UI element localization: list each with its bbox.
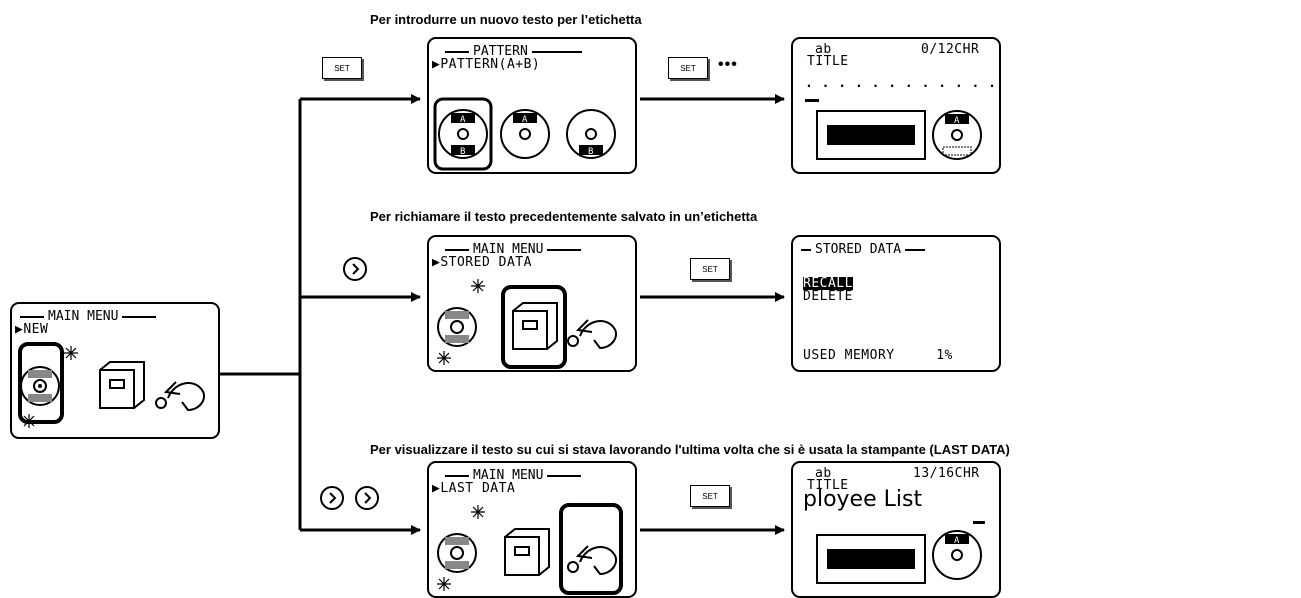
- selected-item: ▶NEW: [15, 322, 49, 337]
- label-preview-icons: A: [816, 530, 982, 584]
- selected-item: ▶LAST DATA: [432, 481, 516, 496]
- screen-title: MAIN MENU: [445, 242, 582, 257]
- sparkle-icon: [437, 577, 451, 591]
- pattern-ab-icon: A B: [438, 109, 488, 159]
- svg-text:A: A: [954, 536, 960, 546]
- screen-title: STORED DATA: [801, 242, 926, 257]
- selected-item: ▶PATTERN(A+B): [432, 57, 541, 72]
- lcd-title-new: ab 0/12CHR TITLE . . . . . . . . . . . .…: [791, 37, 1001, 174]
- menu-item-delete: DELETE: [803, 289, 853, 304]
- sparkle-icon: [437, 351, 451, 365]
- selection-frame-icon: [18, 342, 64, 424]
- screen-title-text: PATTERN: [473, 44, 528, 59]
- used-memory: USED MEMORY 1%: [803, 348, 953, 363]
- svg-text:B: B: [460, 147, 465, 157]
- lcd-main-menu-new: MAIN MENU ▶NEW: [10, 302, 220, 439]
- lcd-stored-data: STORED DATA RECALL DELETE USED MEMORY 1%: [791, 235, 1001, 372]
- drawer-icon: [512, 302, 558, 350]
- char-counter: 0/12CHR: [921, 42, 980, 57]
- selection-frame-icon: [559, 503, 623, 595]
- lcd-main-menu-last: MAIN MENU ▶LAST DATA: [427, 461, 637, 598]
- drawer-icon: [99, 361, 145, 409]
- heading-last-data: Per visualizzare il testo su cui si stav…: [370, 442, 1010, 457]
- disc-preview-icon: A: [932, 110, 982, 160]
- heading-new-text: Per introdurre un nuovo testo per l’etic…: [370, 12, 642, 27]
- ellipsis: •••: [718, 56, 738, 73]
- sparkle-icon: [471, 505, 485, 519]
- right-arrow-key-icon: [355, 486, 379, 510]
- screen-title: PATTERN: [445, 45, 582, 58]
- lcd-title-last: ab 13/16CHR TITLE ployee List A: [791, 461, 1001, 598]
- heading-recall: Per richiamare il testo precedentemente …: [370, 209, 758, 224]
- selected-item: ▶STORED DATA: [432, 255, 532, 270]
- screen-title-text: MAIN MENU: [473, 242, 544, 257]
- input-mode: ab: [815, 42, 832, 57]
- cursor: [973, 521, 985, 524]
- right-arrow-key-icon: [343, 257, 367, 281]
- field-label: TITLE: [807, 54, 849, 69]
- selection-frame-icon: [501, 285, 567, 369]
- pattern-a-icon: A: [500, 109, 550, 159]
- lcd-main-menu-stored: MAIN MENU ▶STORED DATA: [427, 235, 637, 372]
- menu-icons: [437, 503, 623, 595]
- right-arrow-key-icon: [320, 486, 344, 510]
- set-key-4: SET: [690, 485, 730, 507]
- return-arrow-icon: [567, 319, 618, 350]
- screen-title-text: MAIN MENU: [48, 309, 119, 324]
- text-entry-placeholder: . . . . . . . . . . . .: [805, 76, 997, 91]
- char-counter: 13/16CHR: [913, 466, 980, 481]
- title-text: ployee List: [803, 487, 923, 512]
- lcd-pattern: PATTERN ▶PATTERN(A+B) A B A B: [427, 37, 637, 174]
- return-arrow-icon: [567, 545, 618, 576]
- screen-title: MAIN MENU: [445, 468, 582, 483]
- disc-preview-icon: A: [932, 530, 982, 580]
- input-mode: ab: [815, 466, 832, 481]
- sparkle-icon: [471, 279, 485, 293]
- pattern-b-icon: B: [566, 109, 616, 159]
- svg-text:B: B: [588, 147, 593, 157]
- svg-text:A: A: [522, 115, 528, 125]
- cursor: [805, 99, 819, 102]
- svg-text:A: A: [954, 116, 960, 126]
- menu-icons: [18, 342, 206, 428]
- label-preview-icons: A: [816, 110, 982, 160]
- return-arrow-icon: [155, 381, 206, 412]
- screen-title-text: STORED DATA: [815, 242, 902, 257]
- sparkle-icon: [22, 414, 36, 428]
- menu-item-recall: RECALL: [803, 276, 853, 291]
- set-key-3: SET: [690, 258, 730, 280]
- screen-title: MAIN MENU: [20, 309, 157, 324]
- pattern-icons: A B A B: [433, 97, 616, 171]
- set-key-1: SET: [322, 57, 362, 79]
- drawer-icon: [504, 528, 550, 576]
- sparkle-icon: [64, 346, 78, 360]
- screen-title-text: MAIN MENU: [473, 468, 544, 483]
- field-label: TITLE: [807, 478, 849, 493]
- set-key-2: SET: [668, 57, 708, 79]
- svg-text:A: A: [460, 115, 466, 125]
- menu-icons: [437, 279, 618, 369]
